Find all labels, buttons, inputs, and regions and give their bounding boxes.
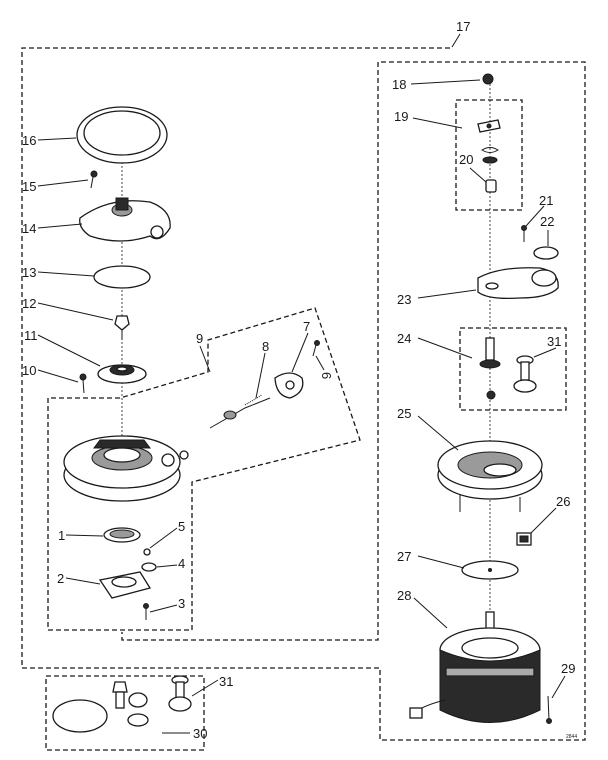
frame-kit-30 <box>45 675 205 751</box>
frame-group-24 <box>459 327 567 411</box>
callout-18: 18 <box>392 77 406 92</box>
part-9-pump-hub <box>63 435 189 502</box>
callout-1: 1 <box>58 528 65 543</box>
part-14-housing-cover <box>79 197 171 242</box>
callout-27: 27 <box>397 549 411 564</box>
part-16-seal-ring <box>76 106 168 164</box>
callout-31-upper: 31 <box>547 334 561 349</box>
part-3-screw <box>143 603 149 620</box>
part-25-motor-mount <box>437 440 543 512</box>
callout-19: 19 <box>394 109 408 124</box>
callout-13: 13 <box>22 265 36 280</box>
callout-28: 28 <box>397 588 411 603</box>
frame-outer-left <box>21 47 586 741</box>
callout-31-lower: 31 <box>219 674 233 689</box>
callout-5: 5 <box>178 519 185 534</box>
frame-hub-group-9 <box>47 307 361 631</box>
part-12-nut <box>114 315 130 340</box>
callout-labels: 16 15 14 13 12 11 10 1 2 3 4 5 9 8 7 6 1… <box>22 19 577 741</box>
part-19-seal-kit <box>477 119 501 133</box>
part-24-shaft-assembly <box>479 337 501 400</box>
callout-15: 15 <box>22 179 36 194</box>
callout-10: 10 <box>22 363 36 378</box>
callout-9: 9 <box>196 331 203 346</box>
callout-21: 21 <box>539 193 553 208</box>
callout-4: 4 <box>178 556 185 571</box>
callout-24: 24 <box>397 331 411 346</box>
part-10-screw <box>79 373 87 394</box>
part-13-gasket <box>93 265 151 289</box>
callout-30: 30 <box>193 726 207 741</box>
part-21-screw <box>521 225 527 242</box>
part-18-cap <box>482 73 494 85</box>
part-1-filter-screen <box>103 527 141 543</box>
part-23-support-plate <box>477 267 559 300</box>
part-29-screw <box>546 695 552 724</box>
callout-20: 20 <box>459 152 473 167</box>
part-15-screw <box>90 170 98 189</box>
callout-3: 3 <box>178 596 185 611</box>
corner-code: 2844 <box>566 734 577 740</box>
part-30-kit-contents <box>52 675 192 733</box>
callout-6: 6 <box>319 372 334 379</box>
callout-11: 11 <box>24 328 38 343</box>
callout-14: 14 <box>22 221 36 236</box>
callout-25: 25 <box>397 406 411 421</box>
part-31-impeller-small <box>513 355 537 393</box>
part-8-tube-assembly <box>209 394 271 429</box>
part-11-impeller <box>97 364 147 384</box>
part-22-o-ring <box>533 246 559 260</box>
part-5-ball <box>143 548 151 556</box>
callout-16: 16 <box>22 133 36 148</box>
frame-seal-group-19 <box>455 99 523 211</box>
part-4-washer <box>141 562 157 572</box>
callout-26: 26 <box>556 494 570 509</box>
callout-8: 8 <box>262 339 269 354</box>
callout-12: 12 <box>22 296 36 311</box>
part-2-bracket <box>98 571 152 599</box>
part-20-spring <box>481 147 499 193</box>
leader-lines <box>37 33 566 734</box>
part-26-connector <box>516 532 532 546</box>
callout-2: 2 <box>57 571 64 586</box>
callout-29: 29 <box>561 661 575 676</box>
part-7-diaphragm <box>274 372 304 399</box>
part-28-motor <box>409 611 541 723</box>
part-6-pin <box>312 340 320 357</box>
callout-17: 17 <box>456 19 470 34</box>
callout-7: 7 <box>303 319 310 334</box>
callout-22: 22 <box>540 214 554 229</box>
callout-23: 23 <box>397 292 411 307</box>
part-27-slinger-disc <box>461 560 519 580</box>
